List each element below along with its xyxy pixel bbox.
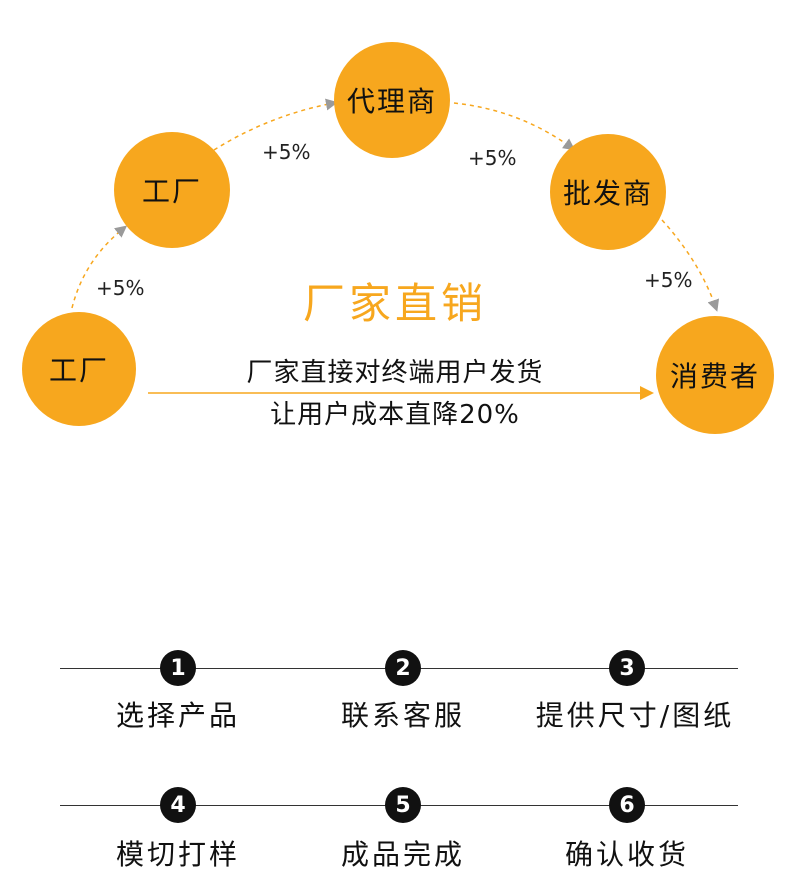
- arrow-agent-to-wholesaler: [453, 102, 576, 151]
- arrow-wholesaler-to-consumer: [661, 219, 720, 312]
- step-label: 提供尺寸/图纸: [535, 699, 735, 732]
- markup-label: +5%: [644, 268, 693, 292]
- markup-label: +5%: [468, 146, 517, 170]
- markup-label: +5%: [96, 276, 145, 300]
- direct-line-2: 让用户成本直降20%: [270, 400, 520, 430]
- step-label: 确认收货: [564, 838, 689, 871]
- step-number-badge: 6: [609, 787, 645, 823]
- node-wholesaler: 批发商: [550, 134, 666, 250]
- direct-line-1: 厂家直接对终端用户发货: [246, 358, 544, 388]
- step-label: 选择产品: [115, 699, 240, 732]
- node-factory-left: 工厂: [22, 312, 136, 426]
- diagram-connectors: [71, 98, 720, 400]
- node-factory: 工厂: [114, 132, 230, 248]
- step-label: 联系客服: [340, 699, 465, 732]
- node-consumer: 消费者: [656, 316, 774, 434]
- markup-label: +5%: [262, 140, 311, 164]
- step-label: 模切打样: [115, 838, 240, 871]
- center-title: 厂家直销: [302, 279, 487, 328]
- step-number-badge: 3: [609, 650, 645, 686]
- step-number-badge: 2: [385, 650, 421, 686]
- step-number-badge: 5: [385, 787, 421, 823]
- step-number-badge: 4: [160, 787, 196, 823]
- step-number-badge: 1: [160, 650, 196, 686]
- arrow-factory-left-to-factory: [71, 225, 128, 309]
- step-label: 成品完成: [340, 838, 465, 871]
- node-agent: 代理商: [334, 42, 450, 158]
- arrow-factory-to-agent: [213, 98, 338, 151]
